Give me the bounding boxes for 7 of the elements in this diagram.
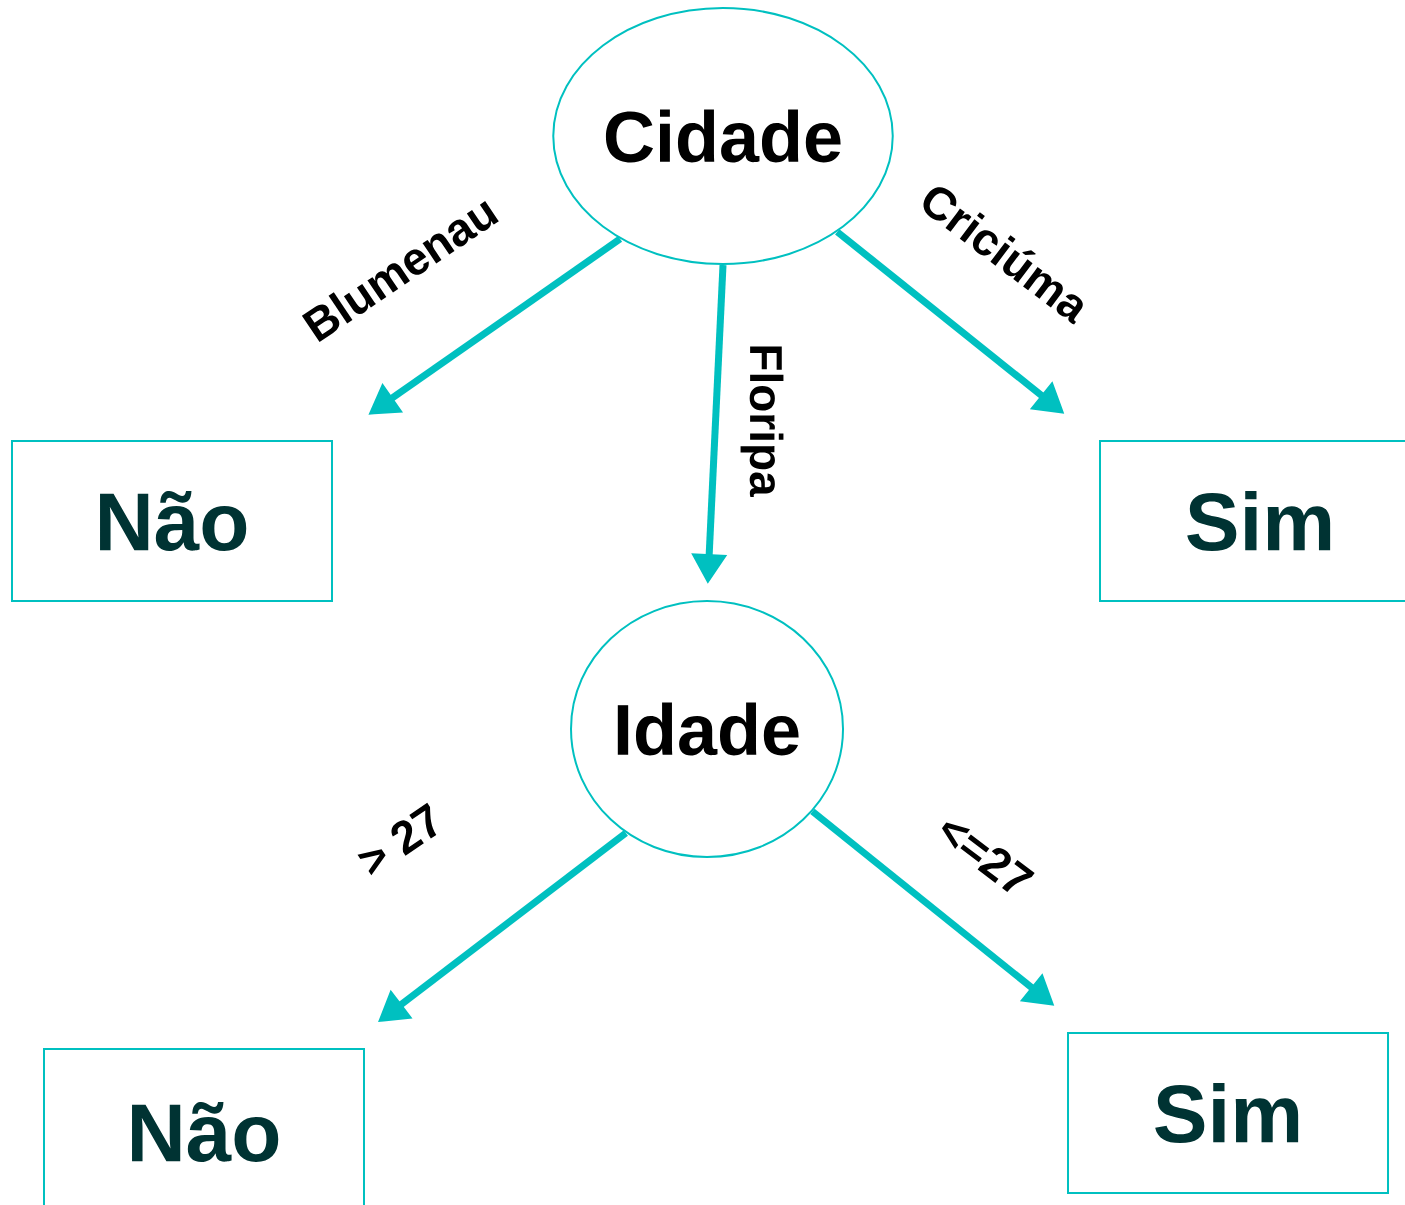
leaf-box: Não bbox=[43, 1048, 365, 1205]
leaf-box: Sim bbox=[1099, 440, 1405, 602]
edge-label: Floripa bbox=[740, 346, 784, 497]
leaf-box: Sim bbox=[1067, 1032, 1389, 1194]
edge-label: <=27 bbox=[942, 822, 1035, 892]
edge-label: > 27 bbox=[357, 802, 437, 876]
leaf-box: Não bbox=[11, 440, 333, 602]
